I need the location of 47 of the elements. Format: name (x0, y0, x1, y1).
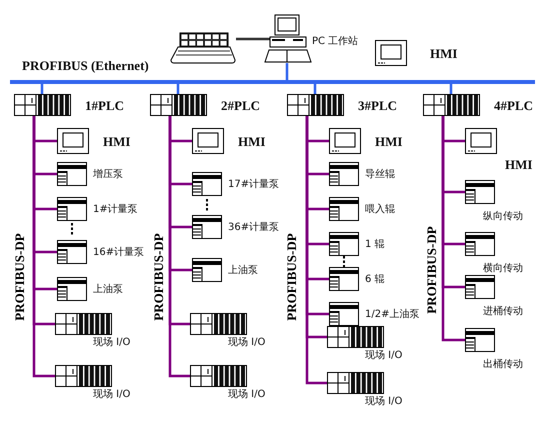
device-label: 进桶传动 (483, 305, 523, 318)
device-label: 纵向传动 (483, 210, 523, 223)
device-label: 现场 I/O (365, 395, 402, 408)
device-label: 6 辊 (365, 273, 385, 286)
bus-label: PROFIBUS-DP (151, 233, 167, 321)
connector-line (286, 63, 288, 80)
device-label: 现场 I/O (93, 388, 130, 401)
connector-line (32, 116, 55, 378)
connector-line (314, 84, 316, 94)
device-label: HMI (430, 47, 458, 60)
device-label: 1#计量泵 (93, 203, 138, 216)
device-label: 导丝辊 (365, 168, 395, 181)
device-label: 上油泵 (93, 283, 123, 296)
connector-line (306, 116, 327, 384)
device-label: 1 辊 (365, 238, 385, 251)
connector-line (236, 38, 270, 40)
device-label: 现场 I/O (365, 349, 402, 362)
device-label: PC 工作站 (312, 35, 358, 48)
connector-line (168, 116, 190, 378)
device-label: 1/2#上油泵 (365, 308, 420, 321)
bus-label: PROFIBUS-DP (12, 233, 28, 321)
device-label: 上油泵 (228, 264, 258, 277)
device-label: 出桶传动 (483, 358, 523, 371)
device-label: 喂入辊 (365, 203, 395, 216)
bus-label: PROFIBUS-DP (284, 233, 300, 321)
plc-label: 1#PLC (85, 99, 124, 112)
device-label: 增压泵 (93, 168, 123, 181)
plc-label: 3#PLC (358, 99, 397, 112)
connector-line (442, 116, 465, 342)
device-label: 36#计量泵 (228, 221, 280, 234)
device-label: HMI (238, 135, 266, 148)
device-label: 横向传动 (483, 262, 523, 275)
device-label: HMI (505, 158, 532, 171)
bus-label: PROFIBUS-DP (424, 226, 440, 314)
bus-label: PROFIBUS (Ethernet) (22, 59, 149, 72)
device-label: HMI (103, 135, 130, 148)
device-label: 现场 I/O (228, 336, 266, 349)
connector-line (176, 84, 180, 94)
device-label: 现场 I/O (228, 388, 266, 401)
connector-line (450, 84, 452, 94)
device-label: HMI (375, 135, 402, 148)
device-label: 16#计量泵 (93, 246, 144, 259)
device-label: 17#计量泵 (228, 178, 280, 191)
plc-label: 2#PLC (221, 99, 260, 112)
connector-line (40, 84, 44, 94)
device-label: 现场 I/O (93, 336, 130, 349)
plc-label: 4#PLC (494, 99, 533, 112)
